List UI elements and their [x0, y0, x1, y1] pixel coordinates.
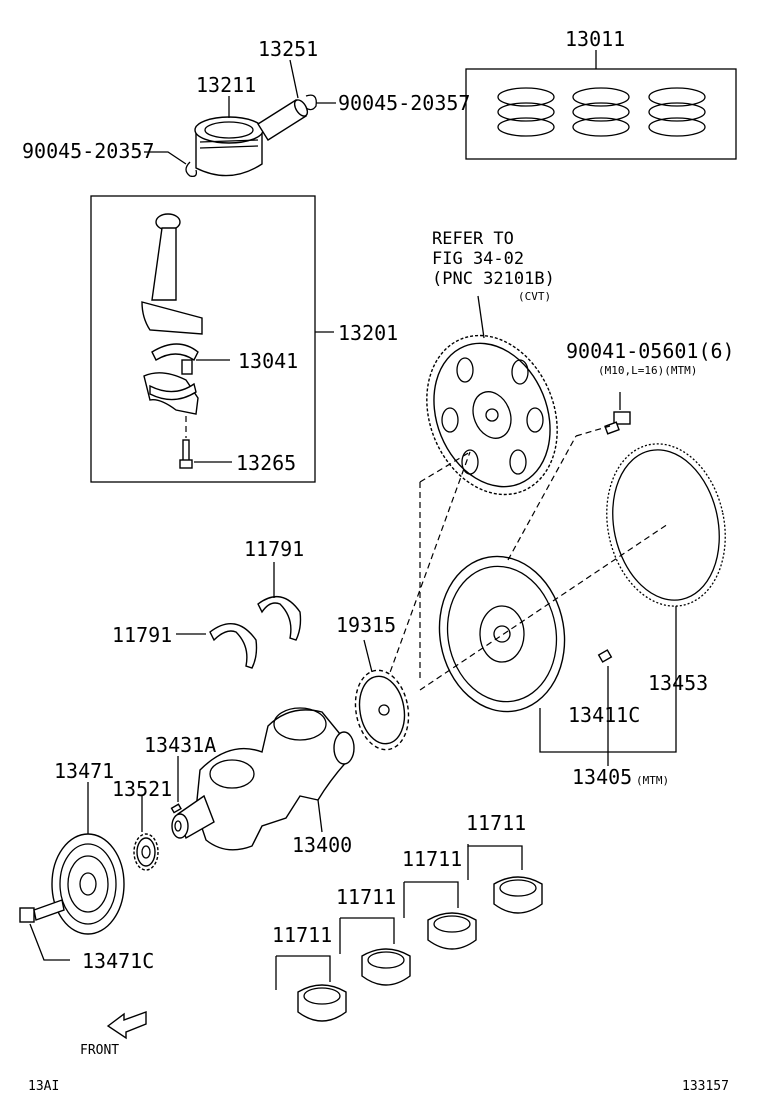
ref-line-3: (PNC 32101B) [432, 269, 555, 289]
ref-line-1: REFER TO [432, 229, 514, 249]
label-13211: 13211 [196, 73, 256, 97]
label-11791-top: 11791 [244, 537, 304, 561]
label-90045-left: 90045-20357 [22, 139, 154, 163]
main-bearing-set-1[interactable] [297, 984, 347, 1022]
label-13251: 13251 [258, 37, 318, 61]
label-13521: 13521 [112, 777, 172, 801]
ref-note-cvt: (CVT) [518, 290, 551, 303]
crankshaft-pulley[interactable] [51, 833, 125, 935]
label-90041: 90041-05601(6) [566, 339, 735, 363]
main-bearing-set-4[interactable] [493, 876, 543, 914]
crankshaft-timing-gear[interactable] [133, 833, 159, 871]
front-label: FRONT [80, 1043, 119, 1058]
label-13471C: 13471C [82, 949, 154, 973]
label-19315: 19315 [336, 613, 396, 637]
connecting-rod-box [90, 195, 316, 483]
piston-pin[interactable] [257, 98, 310, 141]
label-13411C: 13411C [568, 703, 640, 727]
corner-code-left: 13AI [28, 1079, 59, 1094]
ref-line-2: FIG 34-02 [432, 249, 524, 269]
label-13041: 13041 [238, 349, 298, 373]
label-11711-c: 11711 [402, 847, 462, 871]
label-11711-a: 11711 [272, 923, 332, 947]
timing-rotor[interactable] [349, 666, 414, 754]
crankshaft[interactable] [171, 707, 355, 851]
label-90041-note: (M10,L=16)(MTM) [598, 364, 697, 377]
flywheel-bolt[interactable] [604, 411, 631, 435]
label-13405-note: (MTM) [636, 774, 669, 787]
drive-plate-cvt[interactable] [404, 316, 580, 515]
label-13471: 13471 [54, 759, 114, 783]
flywheel[interactable] [427, 546, 576, 721]
corner-code-right: 133157 [682, 1079, 729, 1094]
ring-gear[interactable] [592, 433, 740, 618]
label-13011: 13011 [565, 27, 625, 51]
connecting-rod-bearing[interactable] [149, 343, 199, 401]
label-11791-left: 11791 [112, 623, 172, 647]
label-90045-right: 90045-20357 [338, 91, 470, 115]
snap-ring-right[interactable] [305, 94, 317, 111]
flywheel-pin[interactable] [597, 649, 613, 663]
label-13201: 13201 [338, 321, 398, 345]
connecting-rod-bolt[interactable] [179, 439, 193, 469]
snap-ring-left[interactable] [185, 161, 198, 178]
label-13431A: 13431A [144, 733, 216, 757]
pulley-bolt[interactable] [19, 899, 65, 923]
main-bearing-set-3[interactable] [427, 912, 477, 950]
thrust-washer-upper[interactable] [257, 595, 302, 641]
piston[interactable] [194, 116, 264, 177]
piston-ring-set[interactable] [465, 50, 737, 160]
label-13400: 13400 [292, 833, 352, 857]
front-arrow-icon [106, 1011, 147, 1040]
main-bearing-set-2[interactable] [361, 948, 411, 986]
crankshaft-key[interactable] [170, 803, 182, 814]
label-13453: 13453 [648, 671, 708, 695]
label-13405: 13405 [572, 765, 632, 789]
label-11711-b: 11711 [336, 885, 396, 909]
label-11711-d: 11711 [466, 811, 526, 835]
label-13265: 13265 [236, 451, 296, 475]
thrust-washer-lower[interactable] [209, 623, 258, 669]
